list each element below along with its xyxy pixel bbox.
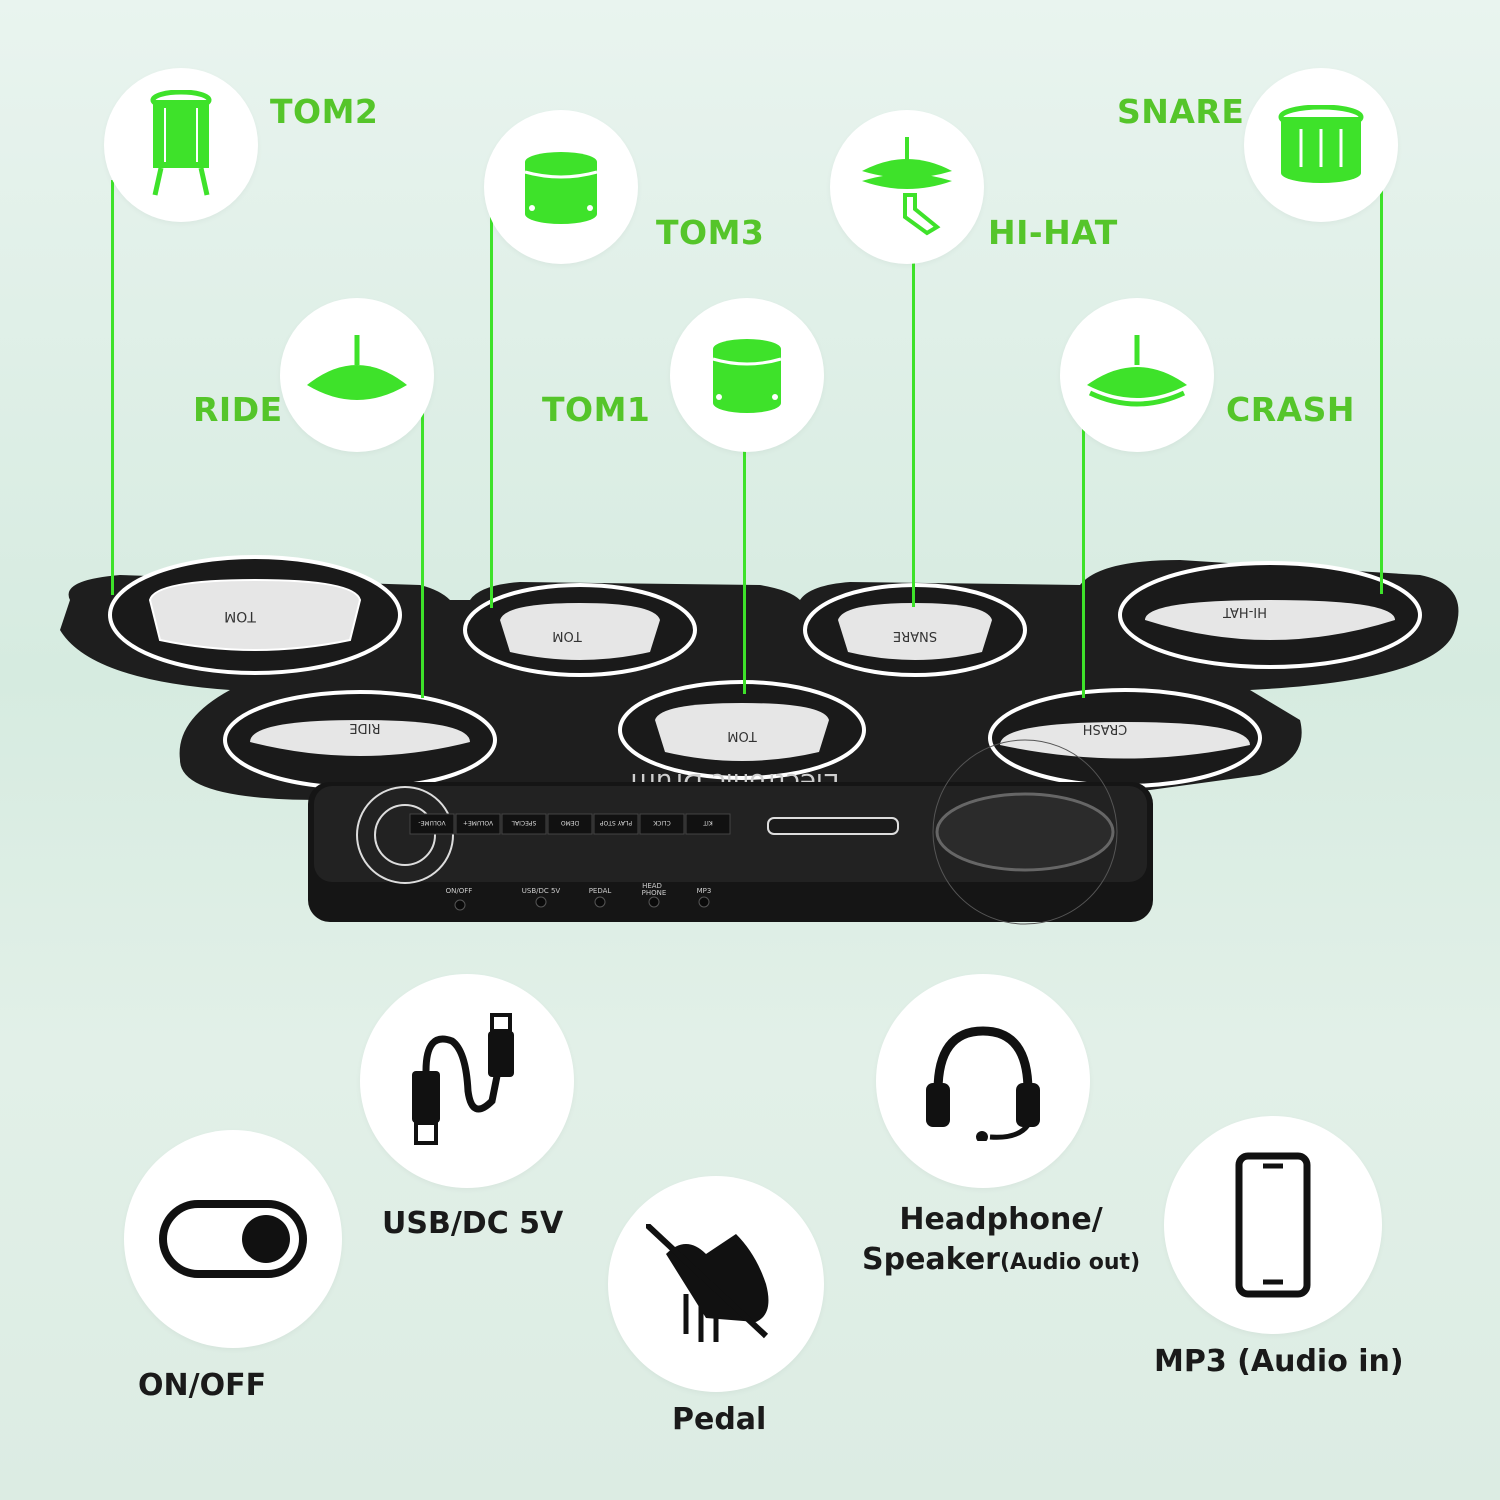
label-ride: RIDE (193, 390, 283, 429)
label-headphone-line2-wrap: Speaker(Audio out) (862, 1240, 1140, 1283)
label-usb: USB/DC 5V (382, 1206, 564, 1241)
device-button-1[interactable]: VOLUME+ (455, 813, 501, 835)
device-button-3[interactable]: DEMO (547, 813, 593, 835)
crash-cymbal-icon (1087, 335, 1187, 407)
label-headphone-line2: Speaker (862, 1242, 1000, 1277)
port-headphone[interactable] (648, 896, 660, 908)
pad-text-crash: CRASH (1083, 721, 1128, 736)
tom1-circle (670, 298, 824, 452)
label-headphone-line1: Headphone/ (899, 1202, 1103, 1237)
mp3-circle (1164, 1116, 1382, 1334)
pedal-icon (646, 1224, 769, 1342)
headphone-circle (876, 974, 1090, 1188)
port-label-usb: USB/DC 5V (522, 887, 561, 895)
device-button-2[interactable]: SPECIAL (501, 813, 547, 835)
ride-circle (280, 298, 434, 452)
port-pedal[interactable] (594, 896, 606, 908)
pad-crash[interactable]: CRASH (988, 688, 1262, 788)
tom-drum-icon (712, 339, 782, 413)
pad-text-snare: SNARE (893, 628, 937, 643)
pad-ride[interactable]: RIDE (223, 690, 497, 790)
device-button-5[interactable]: CLICK (639, 813, 685, 835)
label-tom1: TOM1 (542, 390, 651, 429)
device-button-label-1: VOLUME+ (463, 819, 493, 826)
tom3-circle (484, 110, 638, 264)
device-button-label-0: VOLUME- (418, 819, 445, 826)
pad-hihat[interactable]: HI-HAT (1118, 561, 1422, 669)
device-button-4[interactable]: PLAY STOP (593, 813, 639, 835)
headphone-icon (926, 1026, 1040, 1141)
label-snare: SNARE (1117, 92, 1245, 131)
hi-hat-icon (862, 137, 952, 236)
port-label-mp3: MP3 (697, 887, 712, 895)
label-onoff: ON/OFF (138, 1368, 267, 1403)
hihat-circle (830, 110, 984, 264)
onoff-circle (124, 1130, 342, 1348)
pad-text-tom-center-left: TOM (552, 628, 582, 643)
device-button-label-3: DEMO (561, 819, 580, 826)
pad-text-tom-left: TOM (224, 608, 257, 624)
port-label-headphone-1: HEAD (642, 882, 662, 890)
label-tom2: TOM2 (270, 92, 379, 131)
connector-line-hihat (912, 262, 915, 607)
toggle-switch-icon (159, 1200, 307, 1278)
device-button-label-4: PLAY STOP (600, 819, 633, 826)
phone-icon (1235, 1152, 1311, 1298)
port-label-pedal: PEDAL (589, 887, 612, 895)
label-mp3: MP3 (Audio in) (1154, 1344, 1404, 1379)
port-label-onoff: ON/OFF (446, 887, 473, 895)
device-button-label-6: KIT (703, 819, 713, 826)
snare-circle (1244, 68, 1398, 222)
pad-tom-left[interactable]: TOM (108, 555, 402, 675)
pedal-circle (608, 1176, 824, 1392)
ride-cymbal-icon (307, 335, 407, 400)
device-button-label-2: SPECIAL (511, 819, 536, 826)
speaker-grille (935, 792, 1115, 872)
connector-line-tom2 (111, 180, 114, 595)
label-pedal: Pedal (672, 1402, 767, 1437)
pad-text-tom-center: TOM (727, 728, 757, 743)
port-onoff-switch[interactable] (454, 899, 466, 911)
usb-circle (360, 974, 574, 1188)
snare-drum-icon (1278, 105, 1364, 183)
pad-tom-center[interactable]: TOM (618, 680, 866, 780)
connector-line-ride (421, 412, 424, 698)
port-label-headphone-2: PHONE (642, 889, 667, 897)
pad-text-ride: RIDE (349, 720, 380, 735)
connector-line-snare (1380, 182, 1383, 594)
connector-line-crash (1082, 424, 1085, 698)
crash-circle (1060, 298, 1214, 452)
device-button-6[interactable]: KIT (685, 813, 731, 835)
port-mp3[interactable] (698, 896, 710, 908)
device-button-label-5: CLICK (652, 819, 670, 826)
tom2-circle (104, 68, 258, 222)
usb-cable-icon (412, 1013, 514, 1145)
label-headphone: Headphone/ Speaker(Audio out) (862, 1200, 1140, 1283)
connector-line-tom3 (490, 213, 493, 608)
control-buttons: VOLUME- VOLUME+ SPECIAL DEMO PLAY STOP CLICK K… (409, 813, 731, 835)
tom-drum-icon (524, 152, 598, 224)
pad-snare[interactable]: SNARE (803, 583, 1027, 677)
label-hihat: HI-HAT (988, 213, 1118, 252)
floor-tom-icon (150, 90, 212, 196)
pad-text-hihat: HI-HAT (1223, 604, 1267, 619)
device-button-0[interactable]: VOLUME- (409, 813, 455, 835)
label-crash: CRASH (1226, 390, 1356, 429)
pad-tom-center-left[interactable]: TOM (463, 583, 697, 677)
label-tom3: TOM3 (656, 213, 765, 252)
label-headphone-small: (Audio out) (999, 1250, 1141, 1275)
port-usb[interactable] (535, 896, 547, 908)
connector-line-tom1 (743, 448, 746, 694)
